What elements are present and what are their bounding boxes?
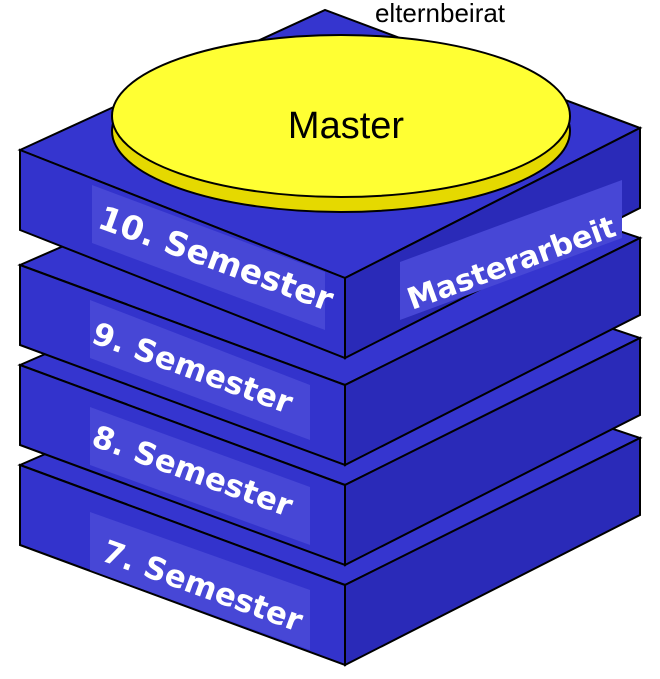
master-disc-top	[111, 34, 571, 198]
masterarbeit-label-box	[400, 180, 622, 320]
master-disc: Master	[111, 34, 571, 213]
block-10-label-box	[92, 185, 325, 330]
block-8-label-box	[90, 407, 310, 545]
block-9-label-box	[90, 300, 310, 440]
block-7-label-box	[90, 512, 310, 650]
header-text: elternbeirat	[375, 0, 506, 28]
master-label: Master	[288, 105, 404, 147]
